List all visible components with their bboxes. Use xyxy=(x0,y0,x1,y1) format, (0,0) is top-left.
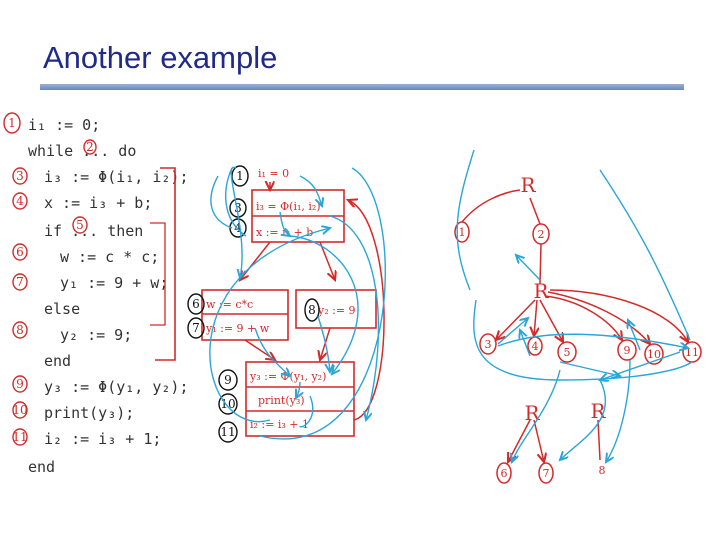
code-line-12: print(y₃); xyxy=(44,404,135,422)
region-label-2: R xyxy=(533,279,549,303)
cfg-block-8-text: y₂ := 9 xyxy=(317,304,356,317)
cfg-block-7-text: y₁ := 9 + w xyxy=(205,322,270,335)
graph-node-8: 8 xyxy=(599,464,606,477)
marker-6: 6 xyxy=(16,245,24,259)
cfg-block-4-text: x := i₃ + b xyxy=(256,226,313,239)
code-line-9: y₂ := 9; xyxy=(60,326,133,344)
branch-bracket xyxy=(150,222,166,326)
cfg-block-10-text: print(y₃) xyxy=(258,394,305,407)
marker-4: 4 xyxy=(16,194,24,208)
graph-node-10: 10 xyxy=(647,348,661,361)
graph-node-3: 3 xyxy=(485,338,492,351)
graph-node-5: 5 xyxy=(564,346,571,359)
marker-3: 3 xyxy=(16,169,24,183)
title-underline xyxy=(40,84,684,90)
cfg-marker-3: 3 xyxy=(234,201,242,215)
graph-node-4: 4 xyxy=(532,340,539,353)
code-line-3: i₃ := Φ(i₁, i₂); xyxy=(44,168,189,186)
cfg-block-3-text: i₃ = Φ(i₁, i₂) xyxy=(256,200,321,213)
marker-11: 11 xyxy=(12,430,27,444)
code-line-10: end xyxy=(44,352,72,370)
marker-1: 1 xyxy=(8,116,16,130)
code-line-8: else xyxy=(44,300,81,318)
marker-10: 10 xyxy=(12,403,27,417)
cfg-block-1-text: i₁ = 0 xyxy=(258,167,289,180)
graph-node-6: 6 xyxy=(501,467,508,480)
marker-7: 7 xyxy=(16,275,24,289)
cfg-edges xyxy=(240,182,385,421)
cfg-marker-6: 6 xyxy=(192,297,200,311)
cfg-marker-7: 7 xyxy=(192,321,200,335)
code-line-13: i₂ := i₃ + 1; xyxy=(44,430,162,448)
marker-8: 8 xyxy=(16,323,24,337)
dependence-graph: 1 2 3 4 6 7 8 9 10 11 5 R R R R xyxy=(454,149,702,484)
code-line-6: w := c * c; xyxy=(60,248,160,266)
code-line-4: x := i₃ + b; xyxy=(44,194,153,212)
code-line-7: y₁ := 9 + w; xyxy=(60,274,169,292)
marker-2: 2 xyxy=(86,140,94,154)
code-line-11: y₃ := Φ(y₁, y₂); xyxy=(44,378,189,396)
graph-node-1: 1 xyxy=(459,226,466,239)
slide-title: Another example xyxy=(43,40,278,75)
cfg-block-9-text: y₃ := Φ(y₁, y₂) xyxy=(249,370,326,383)
region-label-1: R xyxy=(520,173,536,197)
cfg-marker-1: 1 xyxy=(236,169,244,183)
graph-node-7: 7 xyxy=(543,467,550,480)
region-label-3: R xyxy=(524,401,540,425)
cfg-block-11-text: i₂ := i₃ + 1 xyxy=(250,418,309,431)
code-line-1: i₁ := 0; xyxy=(28,116,101,134)
graph-node-2: 2 xyxy=(538,228,545,241)
cfg-marker-9: 9 xyxy=(224,373,232,387)
cfg-def-use-edges xyxy=(209,166,387,440)
if-bracket xyxy=(155,167,176,361)
cfg-marker-11: 11 xyxy=(220,425,235,439)
marker-9: 9 xyxy=(16,377,24,391)
cfg-marker-4: 4 xyxy=(234,221,242,235)
cfg-block-6-text: w := c*c xyxy=(206,298,253,311)
graph-node-9: 9 xyxy=(624,344,631,357)
cfg-marker-8: 8 xyxy=(308,303,316,317)
code-line-14: end xyxy=(28,458,56,476)
cfg-marker-10: 10 xyxy=(220,397,235,411)
marker-5: 5 xyxy=(76,218,84,232)
line-markers xyxy=(3,112,97,446)
